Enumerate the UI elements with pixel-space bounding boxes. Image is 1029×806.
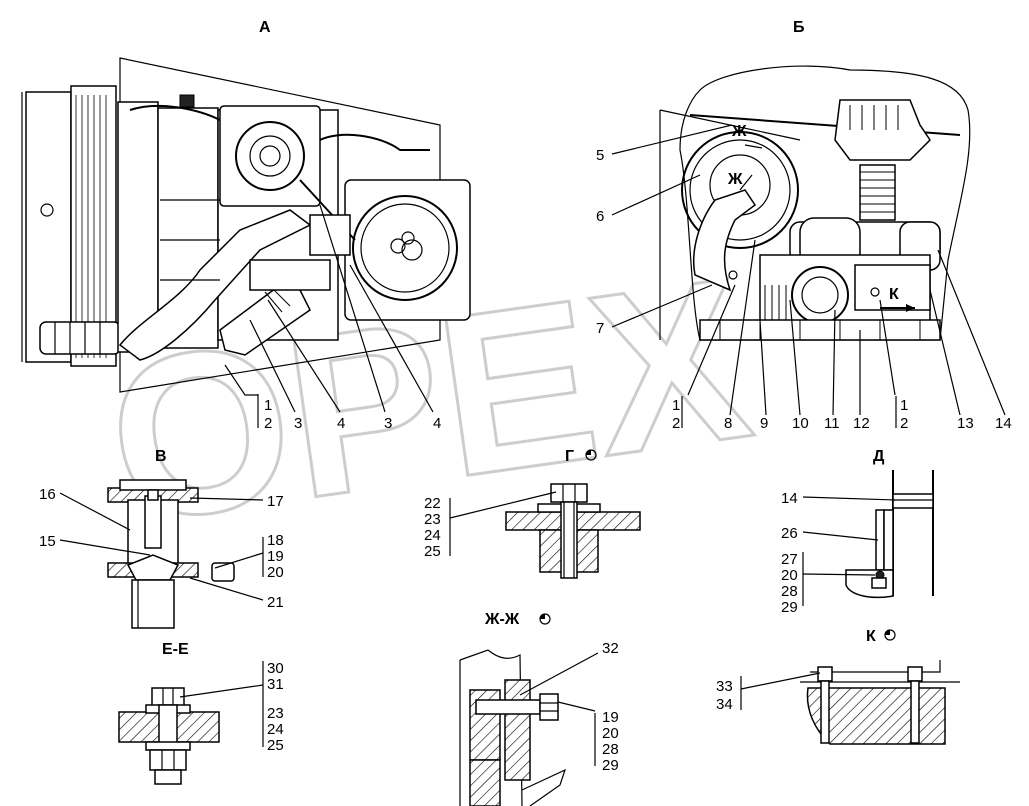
- callout-v-17: 17: [267, 493, 284, 510]
- view-g-detail: Г 22 23 24 25: [424, 448, 641, 579]
- callout-k-34: 34: [716, 696, 733, 713]
- callout-zhzh-29: 29: [602, 757, 619, 774]
- view-d-detail: Д 14 26 27 20 28 29: [781, 448, 934, 616]
- callout-b-6: 6: [596, 208, 604, 225]
- view-zhzh-title: Ж-Ж: [484, 611, 520, 628]
- view-d-title: Д: [873, 448, 885, 465]
- callout-b-2: 2: [672, 415, 680, 432]
- callout-b-2b: 2: [900, 415, 908, 432]
- view-v-title: В: [155, 448, 167, 465]
- callout-g-24: 24: [424, 527, 441, 544]
- callout-b-13: 13: [957, 415, 974, 432]
- callout-a-3b: 3: [384, 415, 392, 432]
- callout-zhzh-20: 20: [602, 725, 619, 742]
- view-k-title: К: [866, 628, 876, 645]
- callout-a-4: 4: [337, 415, 345, 432]
- callout-v-15: 15: [39, 533, 56, 550]
- view-a-engine-left: А: [21, 19, 471, 432]
- zh-arrow-label-top: Ж: [731, 123, 747, 140]
- callout-b-1b: 1: [900, 397, 908, 414]
- callout-k-33: 33: [716, 678, 733, 695]
- callout-d-14: 14: [781, 490, 798, 507]
- callout-v-16: 16: [39, 486, 56, 503]
- callout-g-23: 23: [424, 511, 441, 528]
- callout-zhzh-19: 19: [602, 709, 619, 726]
- view-v-detail: В 16 17 15 18 19 20 21: [39, 448, 284, 629]
- callout-zhzh-32: 32: [602, 640, 619, 657]
- callout-v-19: 19: [267, 548, 284, 565]
- view-zhzh-detail: Ж-Ж 32 19 20 28 29: [459, 611, 619, 806]
- callout-b-8: 8: [724, 415, 732, 432]
- callout-ee-31: 31: [267, 676, 284, 693]
- callout-b-1: 1: [672, 397, 680, 414]
- view-b-title: Б: [793, 19, 805, 36]
- callout-a-3: 3: [294, 415, 302, 432]
- callout-d-29: 29: [781, 599, 798, 616]
- callout-b-9: 9: [760, 415, 768, 432]
- view-ee-detail: Е-Е 30 31 23 24 25: [118, 641, 284, 785]
- view-g-title: Г: [565, 448, 574, 465]
- callout-ee-24: 24: [267, 721, 284, 738]
- callout-b-12: 12: [853, 415, 870, 432]
- callout-b-5: 5: [596, 147, 604, 164]
- callout-b-7: 7: [596, 320, 604, 337]
- callout-ee-23: 23: [267, 705, 284, 722]
- view-ee-title: Е-Е: [162, 641, 189, 658]
- view-a-title: А: [259, 19, 271, 36]
- view-b-engine-right: Б Ж Ж: [596, 19, 1012, 432]
- callout-ee-30: 30: [267, 660, 284, 677]
- callout-a-2: 2: [264, 415, 272, 432]
- callout-a-4b: 4: [433, 415, 441, 432]
- callout-g-25: 25: [424, 543, 441, 560]
- callout-zhzh-28: 28: [602, 741, 619, 758]
- zh-arrow-label-inner: Ж: [727, 171, 743, 188]
- callout-d-27: 27: [781, 551, 798, 568]
- callout-b-10: 10: [792, 415, 809, 432]
- callout-d-26: 26: [781, 525, 798, 542]
- view-k-detail: К 33 34: [716, 628, 960, 745]
- callout-a-1: 1: [264, 397, 272, 414]
- callout-v-20: 20: [267, 564, 284, 581]
- callout-ee-25: 25: [267, 737, 284, 754]
- callout-d-28: 28: [781, 583, 798, 600]
- k-arrow-label: К: [889, 286, 899, 303]
- callout-v-21: 21: [267, 594, 284, 611]
- callout-v-18: 18: [267, 532, 284, 549]
- callout-d-20: 20: [781, 567, 798, 584]
- callout-g-22: 22: [424, 495, 441, 512]
- callout-b-14: 14: [995, 415, 1012, 432]
- callout-b-11: 11: [824, 415, 840, 432]
